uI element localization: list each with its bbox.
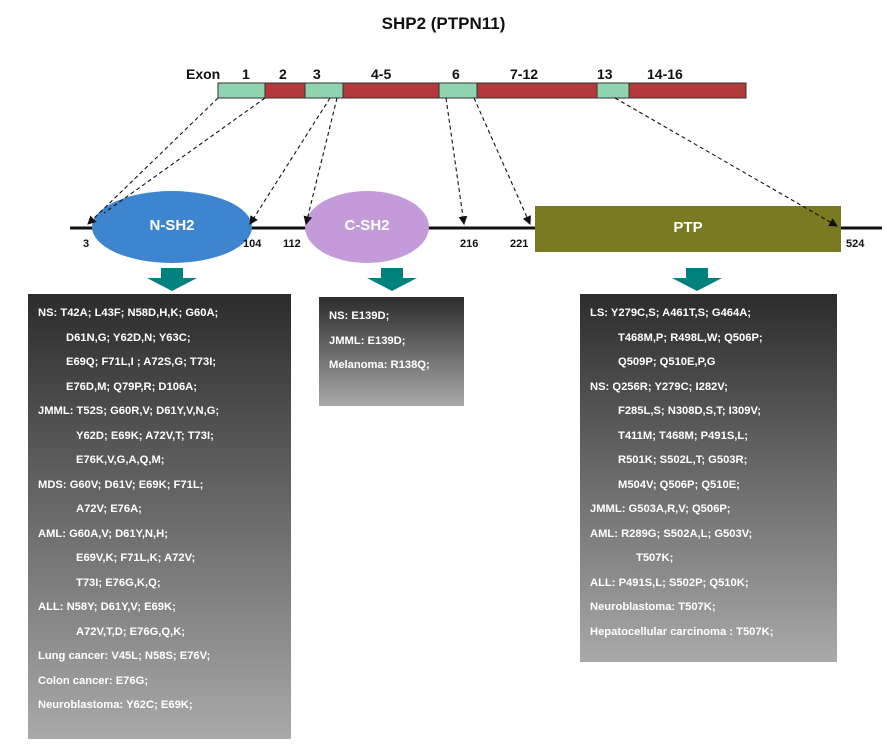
nsh2-mutation-line: E76K,V,G,A,Q,M;: [76, 454, 165, 466]
nsh2-mutation-line: E76D,M; Q79P,R; D106A;: [66, 380, 197, 393]
ptp-mutation-line: Hepatocellular carcinoma : T507K;: [590, 625, 774, 638]
nsh2-mutation-line: Neuroblastoma: Y62C; E69K;: [38, 699, 193, 711]
ptp-down-arrow: [672, 268, 722, 291]
csh2-mutation-list: NS: E139D; JMML: E139D; Melanoma: R138Q;: [319, 300, 464, 378]
exon-3-segment: [304, 82, 344, 99]
csh2-domain-shape: [305, 191, 429, 263]
position-label-3: 3: [83, 238, 90, 250]
position-label-112: 112: [283, 238, 301, 250]
ptp-mutation-list: LS: Y279C,S; A461T,S; G464A; T468M,P; R4…: [580, 297, 837, 644]
map-line-exon1-start: [87, 97, 219, 225]
exon-label-14-16: 14-16: [647, 66, 683, 82]
nsh2-mutation-line: Lung cancer: V45L; N58S; E76V;: [38, 650, 211, 662]
ptp-domain-label: PTP: [673, 219, 703, 236]
nsh2-down-arrow: [147, 268, 197, 291]
map-line-exon1-end: [103, 97, 266, 214]
nsh2-mutation-line: JMML: T52S; G60R,V; D61Y,V,N,G;: [38, 405, 220, 417]
csh2-domain-label: C-SH2: [344, 217, 390, 234]
nsh2-domain-shape: [92, 191, 252, 263]
nsh2-domain-label: N-SH2: [149, 217, 195, 234]
nsh2-mutation-line: E69V,K; F71L,K; A72V;: [76, 552, 196, 564]
csh2-mutation-box-bg: [319, 297, 464, 406]
ptp-mutation-line: LS: Y279C,S; A461T,S; G464A;: [590, 307, 752, 319]
exon-2-segment: [264, 82, 306, 99]
position-label-221: 221: [510, 238, 529, 250]
map-line-exon6-a: [445, 97, 468, 226]
exon-axis-label: Exon: [186, 66, 221, 82]
csh2-mutation-line: NS: E139D;: [329, 310, 390, 322]
exon-4-5-segment: [342, 82, 440, 99]
exon-label-4-5: 4-5: [371, 66, 392, 82]
exon-label-13: 13: [597, 66, 613, 82]
nsh2-mutation-line: T73I; E76G,K,Q;: [76, 576, 161, 589]
nsh2-mutation-line: A72V,T,D; E76G,Q,K;: [76, 625, 186, 638]
exon-label-2: 2: [279, 66, 287, 82]
figure-title: SHP2 (PTPN11): [381, 14, 506, 33]
position-label-524: 524: [846, 238, 865, 250]
map-line-exon3-b: [303, 97, 338, 226]
csh2-mutation-line: Melanoma: R138Q;: [329, 359, 430, 371]
csh2-down-arrow: [367, 268, 417, 291]
map-line-exon6-b: [473, 97, 531, 226]
ptp-mutation-line: T411M; T468M; P491S,L;: [618, 429, 748, 442]
exon-label-7-12: 7-12: [510, 66, 539, 82]
ptp-mutation-line: AML: R289G; S502A,L; G503V;: [590, 527, 753, 540]
nsh2-mutation-box-bg: [28, 294, 291, 739]
exon-14-16-segment: [628, 82, 747, 99]
exon-13-segment: [596, 82, 630, 99]
exon-label-6: 6: [452, 66, 460, 82]
nsh2-mutation-line: MDS: G60V; D61V; E69K; F71L;: [38, 478, 204, 491]
ptp-mutation-line: F285L,S; N308D,S,T; I309V;: [618, 405, 762, 417]
nsh2-mutation-line: Colon cancer: E76G;: [38, 674, 149, 687]
nsh2-mutation-line: E69Q; F71L,I ; A72S,G; T73I;: [66, 356, 217, 368]
nsh2-mutation-list: NS: T42A; L43F; N58D,H,K; G60A; D61N,G; …: [28, 297, 291, 718]
ptp-domain-shape: [535, 206, 841, 252]
ptp-mutation-box-bg: [580, 294, 837, 662]
csh2-mutation-line: JMML: E139D;: [329, 334, 406, 347]
map-line-exon3-a: [249, 97, 331, 225]
ptp-mutation-line: ALL: P491S,L; S502P; Q510K;: [590, 576, 749, 589]
ptp-mutation-line: Q509P; Q510E,P,G: [618, 356, 716, 368]
exon-7-12-segment: [476, 82, 598, 99]
ptp-mutation-line: T507K;: [636, 552, 674, 564]
exon-6-segment: [438, 82, 478, 99]
map-line-exon13: [614, 97, 838, 227]
nsh2-mutation-line: AML: G60A,V; D61Y,N,H;: [38, 527, 168, 540]
exon-label-1: 1: [242, 66, 250, 82]
ptp-mutation-line: T468M,P; R498L,W; Q506P;: [618, 331, 763, 344]
nsh2-mutation-line: A72V; E76A;: [76, 503, 142, 515]
exon-label-3: 3: [313, 66, 321, 82]
nsh2-mutation-line: NS: T42A; L43F; N58D,H,K; G60A;: [38, 307, 219, 319]
ptp-mutation-line: JMML: G503A,R,V; Q506P;: [590, 503, 731, 515]
ptp-mutation-line: NS: Q256R; Y279C; I282V;: [590, 380, 728, 393]
nsh2-mutation-line: ALL: N58Y; D61Y,V; E69K;: [38, 601, 176, 613]
ptp-mutation-line: R501K; S502L,T; G503R;: [618, 454, 748, 466]
position-label-104: 104: [243, 238, 262, 250]
nsh2-mutation-line: D61N,G; Y62D,N; Y63C;: [66, 331, 191, 344]
exon-1-segment: [217, 82, 266, 99]
position-label-216: 216: [460, 238, 479, 250]
ptp-mutation-line: M504V; Q506P; Q510E;: [618, 478, 740, 491]
ptp-mutation-line: Neuroblastoma: T507K;: [590, 601, 716, 613]
nsh2-mutation-line: Y62D; E69K; A72V,T; T73I;: [76, 429, 214, 442]
